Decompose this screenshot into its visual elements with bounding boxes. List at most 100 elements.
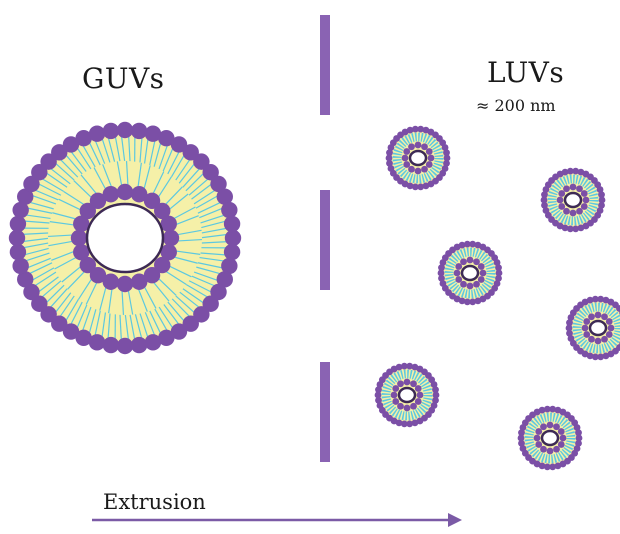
filter-bar	[320, 362, 330, 462]
lipid-head	[443, 149, 450, 156]
vesicle-lumen	[590, 321, 606, 335]
extrusion-arrow	[92, 513, 462, 527]
lipid-head	[576, 208, 583, 215]
vesicle-lumen	[399, 388, 415, 402]
lipid-head	[557, 197, 564, 204]
lipid-head	[421, 166, 428, 173]
lipid-head	[588, 313, 595, 320]
lipid-head	[583, 197, 590, 204]
lipid-head	[455, 276, 462, 283]
lipid-head	[225, 230, 241, 246]
lipid-head	[10, 216, 26, 232]
giant-unilamellar-vesicle	[9, 122, 241, 354]
lipid-head	[454, 270, 461, 277]
lipid-head	[432, 386, 439, 393]
lipid-head	[563, 185, 570, 192]
lipid-head	[117, 122, 133, 138]
vesicle-lumen	[542, 431, 558, 445]
vesicle	[566, 296, 620, 361]
lipid-head	[595, 312, 602, 319]
vesicle-lumen	[410, 151, 426, 165]
lipid-head	[221, 202, 237, 218]
lipid-head	[467, 283, 474, 290]
lipid-head	[224, 216, 240, 232]
lipid-head	[428, 155, 435, 162]
lipid-head	[553, 446, 560, 453]
lipid-head	[145, 334, 161, 350]
vesicle-lumen	[462, 266, 478, 280]
lipid-head	[547, 422, 554, 429]
lipid-head	[103, 186, 119, 202]
lipid-head	[89, 125, 105, 141]
extrusion-membrane-filter	[320, 15, 330, 462]
extrusion-label: Extrusion	[103, 490, 206, 514]
lipid-head	[103, 337, 119, 353]
lipid-head	[131, 337, 147, 353]
lipid-head	[117, 184, 133, 200]
lipid-head	[403, 161, 410, 168]
vesicle	[375, 363, 440, 428]
lipid-head	[582, 325, 589, 332]
lipid-head	[540, 423, 547, 430]
lipid-head	[415, 142, 422, 149]
lipid-head	[410, 403, 417, 410]
lipid-head	[575, 429, 582, 436]
luv-label: LUVs	[487, 56, 564, 89]
lipid-head	[480, 270, 487, 277]
lipid-head	[415, 385, 422, 392]
lipid-head	[560, 435, 567, 442]
guv-label: GUVs	[82, 62, 165, 95]
lipid-head	[163, 230, 179, 246]
lipid-head	[10, 244, 26, 260]
lipid-head	[495, 264, 502, 271]
lipid-head	[12, 258, 28, 274]
lipid-head	[598, 191, 605, 198]
lipid-head	[467, 257, 474, 264]
lipid-head	[460, 258, 467, 265]
arrow-head	[448, 513, 462, 527]
vesicle	[438, 241, 503, 306]
vesicle	[9, 122, 241, 354]
lipid-head	[404, 405, 411, 412]
lipid-head	[426, 148, 433, 155]
lipid-head	[224, 244, 240, 260]
lipid-head	[478, 263, 485, 270]
lipid-head	[9, 230, 25, 246]
vesicle	[541, 168, 606, 233]
vesicle	[386, 126, 451, 191]
lipid-head	[558, 428, 565, 435]
lipid-head	[404, 379, 411, 386]
lipid-head	[415, 168, 422, 175]
lipid-head	[392, 398, 399, 405]
lipid-head	[570, 184, 577, 191]
lipid-head	[103, 123, 119, 139]
vesicle-lumen	[87, 204, 163, 272]
lipid-head	[547, 448, 554, 455]
lipid-head	[601, 336, 608, 343]
lipid-head	[606, 318, 613, 325]
lipid-head	[535, 441, 542, 448]
large-unilamellar-vesicles	[375, 126, 620, 471]
filter-bar	[320, 190, 330, 290]
lipid-head	[397, 380, 404, 387]
lipid-head	[417, 392, 424, 399]
lipid-head	[608, 325, 615, 332]
lipid-head	[570, 210, 577, 217]
lipid-head	[131, 274, 147, 290]
lipid-head	[117, 276, 133, 292]
filter-bar	[320, 15, 330, 115]
vesicle	[518, 406, 583, 471]
lipid-head	[534, 435, 541, 442]
luv-size-label: ≈ 200 nm	[476, 96, 556, 115]
lipid-head	[595, 338, 602, 345]
lipid-head	[583, 331, 590, 338]
lipid-head	[117, 338, 133, 354]
lipid-head	[473, 281, 480, 288]
lipid-head	[131, 123, 147, 139]
lipid-head	[408, 143, 415, 150]
vesicle-lumen	[565, 193, 581, 207]
lipid-head	[391, 392, 398, 399]
lipid-head	[581, 190, 588, 197]
lipid-head	[558, 203, 565, 210]
